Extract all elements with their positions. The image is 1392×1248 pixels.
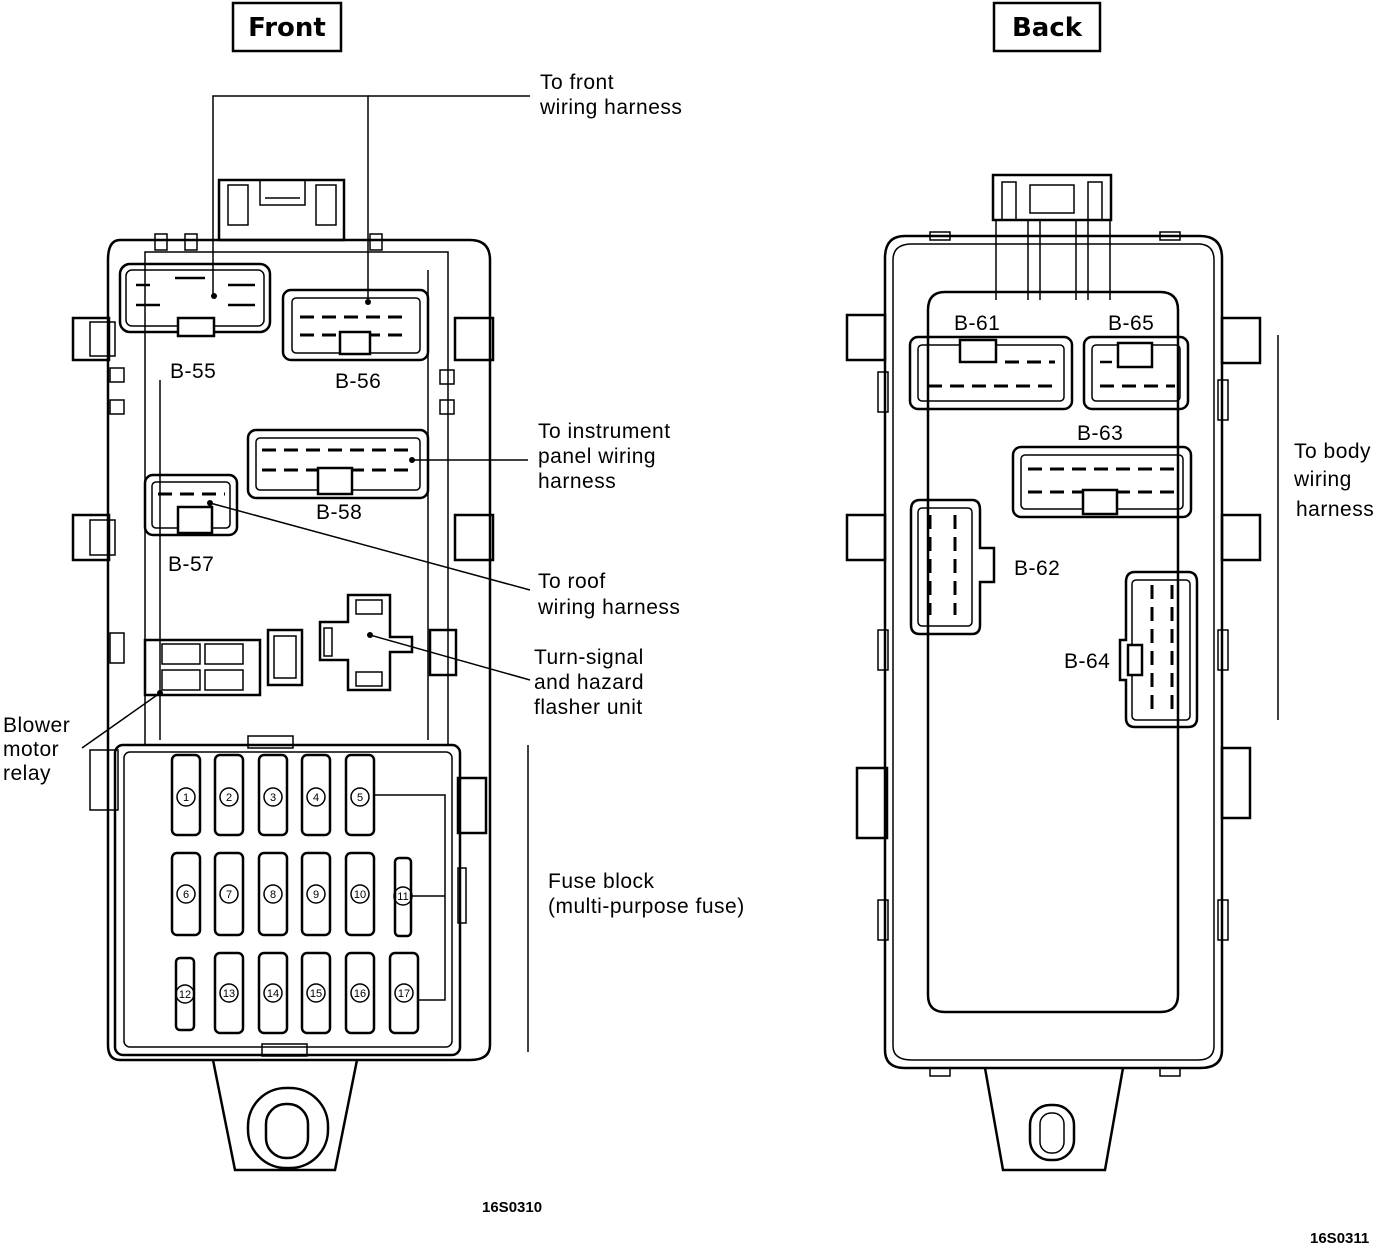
fuse-number: 2 <box>226 792 232 804</box>
fuse-block <box>89 735 488 1057</box>
fuse-number: 6 <box>183 889 189 901</box>
connector-b65 <box>1082 335 1190 411</box>
callout-blower: Blower motor relay <box>3 714 70 785</box>
callout-body-harness: To body wiring harness <box>1293 440 1374 521</box>
connector-b55 <box>118 262 272 338</box>
fuse-number: 5 <box>357 792 363 804</box>
fuse-number: 14 <box>267 988 279 1000</box>
callout-flasher: Turn-signal and hazard flasher unit <box>534 646 644 719</box>
label-b55: B-55 <box>170 360 216 383</box>
callout-roof-harness: To roof wiring harness <box>537 570 680 619</box>
fuse-number: 1 <box>183 792 189 804</box>
callout-instrument-harness: To instrument panel wiring harness <box>538 420 671 493</box>
svg-text:To roof: To roof <box>538 570 606 593</box>
label-b56: B-56 <box>335 370 381 393</box>
connector-b56 <box>281 288 430 362</box>
fuse-number: 11 <box>397 891 408 903</box>
svg-text:(multi-purpose fuse): (multi-purpose fuse) <box>548 895 745 918</box>
back-view: B-61 B-65 B-63 B-62 B-64 To body wiring … <box>845 173 1374 1247</box>
svg-text:panel wiring: panel wiring <box>538 445 656 468</box>
svg-text:wiring: wiring <box>1293 468 1352 491</box>
front-mount-tab <box>211 1059 359 1172</box>
svg-text:relay: relay <box>3 762 51 785</box>
connector-b63 <box>1011 445 1193 519</box>
callout-front-harness: To front wiring harness <box>539 71 682 119</box>
connector-b62 <box>909 498 996 636</box>
svg-text:motor: motor <box>3 738 59 761</box>
fuse-number: 8 <box>270 889 276 901</box>
connector-b64 <box>1118 570 1199 729</box>
label-b58: B-58 <box>316 501 362 524</box>
fuse-number: 17 <box>398 988 410 1000</box>
fuse-number: 13 <box>223 988 235 1000</box>
front-leader-lines <box>81 95 531 1052</box>
label-b62: B-62 <box>1014 557 1060 580</box>
svg-text:wiring harness: wiring harness <box>539 96 682 119</box>
fuse-number: 3 <box>270 792 276 804</box>
connector-b58 <box>246 428 430 500</box>
front-view: 1 2 3 4 5 6 7 8 9 10 11 12 13 14 15 16 1… <box>3 71 745 1216</box>
svg-text:Turn-signal: Turn-signal <box>534 646 644 669</box>
fuse-slots <box>170 753 420 1035</box>
fuse-numbers: 1 2 3 4 5 6 7 8 9 10 11 12 13 14 15 16 1… <box>175 787 414 1004</box>
svg-text:wiring harness: wiring harness <box>537 596 680 619</box>
svg-text:and hazard: and hazard <box>534 671 644 694</box>
svg-text:harness: harness <box>1296 498 1374 521</box>
label-b65: B-65 <box>1108 312 1154 335</box>
fuse-number: 10 <box>354 889 366 901</box>
callout-fuse-block: Fuse block (multi-purpose fuse) <box>548 870 745 918</box>
label-b63: B-63 <box>1077 422 1123 445</box>
fuse-number: 12 <box>179 989 191 1001</box>
figure-code-front: 16S0310 <box>482 1199 542 1216</box>
fuse-number: 7 <box>226 889 232 901</box>
front-title: Front <box>248 13 326 43</box>
svg-text:Fuse block: Fuse block <box>548 870 655 893</box>
back-title: Back <box>1012 13 1083 43</box>
back-mount-tab <box>983 1067 1125 1172</box>
back-title-box: Back <box>992 1 1102 53</box>
svg-text:Blower: Blower <box>3 714 70 737</box>
connector-b61 <box>908 335 1074 411</box>
label-b61: B-61 <box>954 312 1000 335</box>
label-b64: B-64 <box>1064 650 1110 673</box>
fuse-number: 4 <box>313 792 319 804</box>
flasher-unit <box>318 593 414 692</box>
fuse-number: 15 <box>310 988 322 1000</box>
front-title-box: Front <box>231 1 343 53</box>
connector-b57 <box>143 473 239 537</box>
fuse-number: 16 <box>354 988 366 1000</box>
label-b57: B-57 <box>168 553 214 576</box>
svg-text:flasher unit: flasher unit <box>534 696 643 719</box>
fuse-number: 9 <box>313 889 319 901</box>
figure-code-back: 16S0311 <box>1310 1230 1369 1247</box>
svg-text:To body: To body <box>1294 440 1371 463</box>
svg-text:To instrument: To instrument <box>538 420 671 443</box>
blower-motor-relay <box>143 638 262 697</box>
svg-text:harness: harness <box>538 470 616 493</box>
svg-text:To front: To front <box>540 71 614 94</box>
